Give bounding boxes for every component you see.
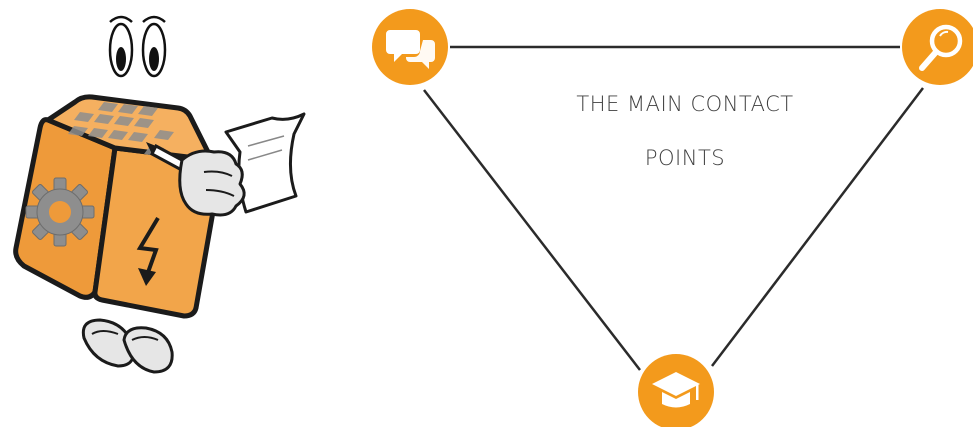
connector-lines [423,45,924,371]
grid-icon [68,102,174,156]
hand-with-note [146,112,306,217]
node-search [902,9,973,85]
speech-bubbles-icon [386,30,435,69]
node-education [638,354,714,427]
lightning-icon [136,216,160,286]
cube-mascot-icon [13,15,306,374]
edge-chat-education [423,89,641,371]
shoes [81,318,174,374]
node-chat [372,9,448,85]
diagram-title-line-1: THE MAIN CONTACT [576,92,794,116]
magnifier-icon [919,24,963,71]
cube-body [13,94,223,319]
graduation-cap-icon [652,372,700,408]
diagram-title-line-2: POINTS [644,146,726,170]
gear-icon [25,177,95,247]
eyes [108,15,167,78]
edge-search-education [711,87,924,367]
